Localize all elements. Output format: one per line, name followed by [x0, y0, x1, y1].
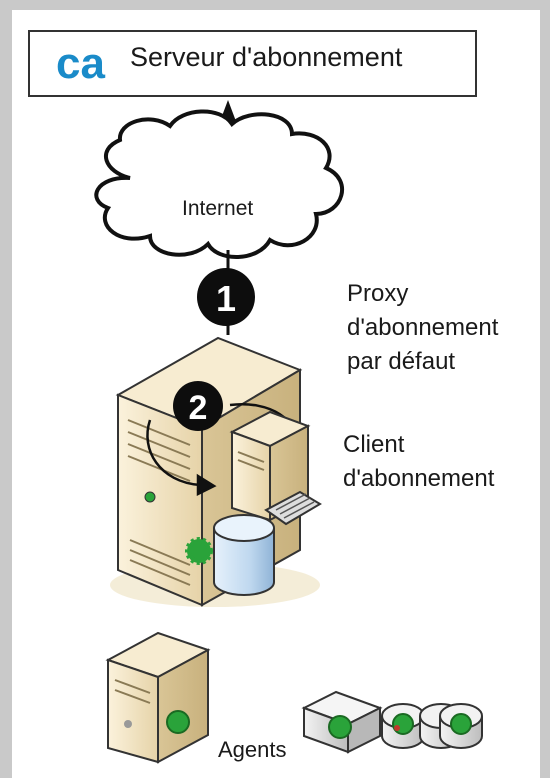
subscription-server-box: ca: [28, 30, 477, 97]
proxy-label-line2: d'abonnement: [347, 314, 499, 341]
agent-device-status-icon: [328, 715, 352, 739]
agent-status-icon: [166, 710, 190, 734]
internet-label: Internet: [182, 197, 254, 220]
status-gear-icon: [185, 537, 213, 565]
badge-one-text: 1: [216, 278, 236, 319]
proxy-power-led: [144, 491, 156, 503]
badge-one: 1: [197, 268, 255, 326]
subscription-server-label: Serveur d'abonnement: [130, 42, 403, 72]
client-label-line1: Client: [343, 431, 405, 458]
agent-disk-three: [439, 703, 483, 749]
keyboard-icon: [264, 490, 322, 526]
ca-logo-text: ca: [56, 39, 105, 88]
agent-disk-one: [381, 703, 425, 749]
subscription-client: [229, 410, 322, 526]
internet-cloud: [94, 109, 345, 259]
agents-label: Agents: [218, 737, 287, 762]
database-icon: [213, 514, 275, 596]
agent-server: [105, 631, 211, 764]
proxy-label-line3: par défaut: [347, 348, 456, 375]
proxy-label-line1: Proxy: [347, 280, 409, 307]
agent-device-box: [301, 690, 383, 754]
client-label-line2: d'abonnement: [343, 465, 495, 492]
proxy-drive-bays: [127, 419, 191, 586]
subscription-client-label: Client d'abonnement: [343, 428, 494, 496]
badge-two: 2: [173, 381, 223, 431]
ca-logo: ca: [56, 39, 105, 88]
badge-two-text: 2: [189, 389, 208, 427]
default-proxy-label: Proxy d'abonnement par défaut: [347, 277, 498, 379]
